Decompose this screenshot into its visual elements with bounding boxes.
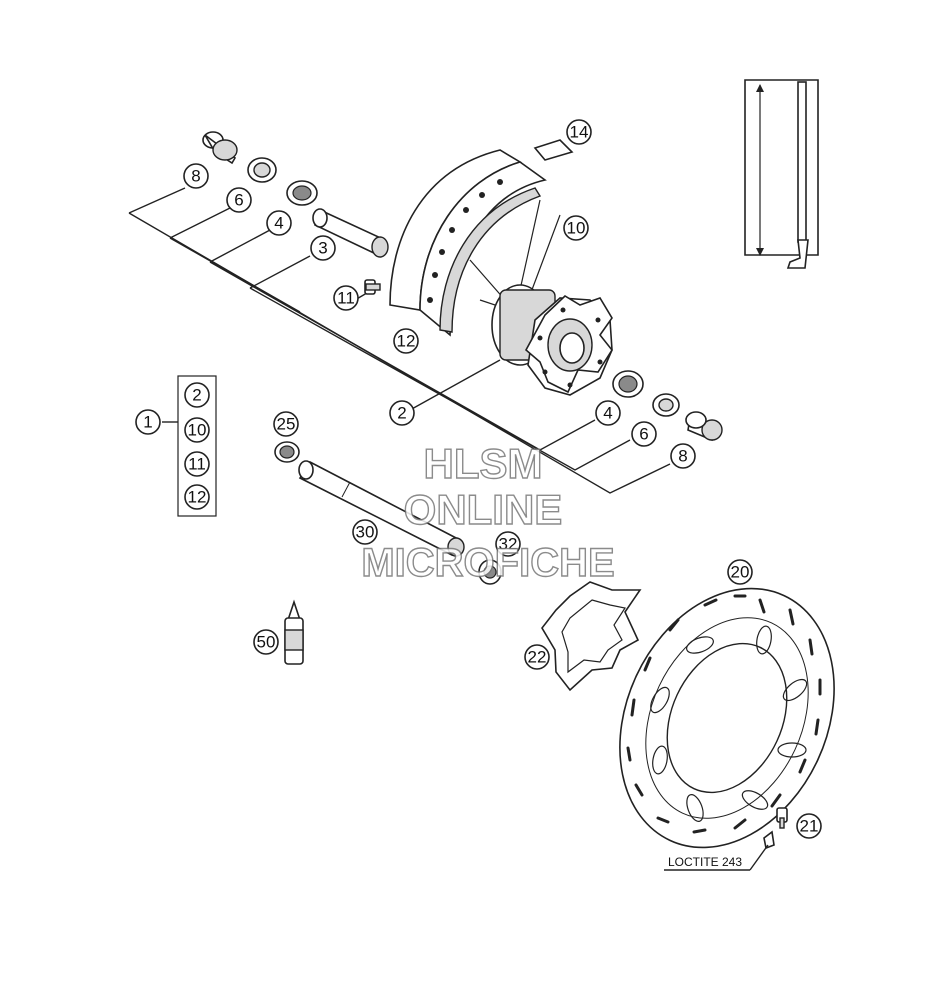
svg-text:6: 6 bbox=[234, 191, 243, 210]
svg-text:4: 4 bbox=[603, 404, 612, 423]
callout-12: 12 bbox=[393, 328, 419, 354]
callout-6-top: 6 bbox=[226, 187, 252, 213]
brake-disc bbox=[619, 587, 835, 849]
svg-text:12: 12 bbox=[188, 488, 207, 507]
callout-14: 14 bbox=[566, 119, 592, 145]
callout-22: 22 bbox=[524, 644, 550, 670]
callout-20: 20 bbox=[727, 559, 753, 585]
callout-32: 32 bbox=[495, 531, 521, 557]
right-bearing-stack bbox=[612, 370, 723, 442]
wheel-hub bbox=[491, 284, 613, 396]
svg-text:11: 11 bbox=[188, 455, 206, 474]
watermark-line-3: MICROFICHE bbox=[361, 541, 614, 585]
svg-text:14: 14 bbox=[570, 123, 589, 142]
callout-6-bottom: 6 bbox=[631, 421, 657, 447]
kit-item-11: 11 bbox=[184, 451, 210, 477]
svg-text:22: 22 bbox=[528, 648, 547, 667]
svg-text:20: 20 bbox=[731, 563, 750, 582]
callout-21: 21 bbox=[796, 813, 822, 839]
watermark-line-1: HLSM bbox=[424, 440, 543, 487]
wheel-axle bbox=[298, 460, 465, 557]
callout-50: 50 bbox=[253, 629, 279, 655]
loctite-bottle bbox=[284, 599, 304, 665]
axle-nut bbox=[478, 559, 502, 585]
rim bbox=[389, 149, 547, 337]
loctite-note: LOCTITE 243 bbox=[664, 844, 769, 871]
svg-text:8: 8 bbox=[678, 447, 687, 466]
nipple-bolt bbox=[364, 279, 381, 295]
watermark: HLSM ONLINE MICROFICHE bbox=[361, 439, 616, 585]
watermark-line-2: ONLINE bbox=[404, 486, 563, 533]
kit-item-10: 10 bbox=[184, 417, 210, 443]
callout-1: 1 bbox=[135, 409, 161, 435]
svg-text:8: 8 bbox=[191, 167, 200, 186]
leader-lines bbox=[128, 187, 671, 517]
svg-text:10: 10 bbox=[567, 219, 586, 238]
svg-text:1: 1 bbox=[143, 413, 152, 432]
callout-11: 11 bbox=[333, 285, 359, 311]
svg-text:30: 30 bbox=[356, 523, 375, 542]
callout-30: 30 bbox=[352, 519, 378, 545]
svg-text:12: 12 bbox=[397, 332, 416, 351]
svg-text:2: 2 bbox=[192, 386, 201, 405]
svg-text:6: 6 bbox=[639, 425, 648, 444]
callout-25: 25 bbox=[273, 411, 299, 437]
svg-text:11: 11 bbox=[337, 289, 355, 308]
callout-8-top: 8 bbox=[183, 163, 209, 189]
svg-text:25: 25 bbox=[277, 415, 296, 434]
kit-item-2: 2 bbox=[184, 382, 210, 408]
disc-bolt bbox=[763, 807, 788, 850]
callout-4-top: 4 bbox=[266, 210, 292, 236]
disc-spacer-plate bbox=[541, 581, 642, 692]
svg-text:32: 32 bbox=[499, 535, 518, 554]
sticker bbox=[533, 139, 574, 161]
svg-text:21: 21 bbox=[800, 817, 819, 836]
callout-10: 10 bbox=[563, 215, 589, 241]
kit-item-12: 12 bbox=[184, 484, 210, 510]
svg-text:10: 10 bbox=[188, 421, 207, 440]
svg-text:4: 4 bbox=[274, 214, 283, 233]
svg-text:50: 50 bbox=[257, 633, 276, 652]
callout-8-bottom: 8 bbox=[670, 443, 696, 469]
callout-2: 2 bbox=[389, 400, 415, 426]
loctite-label: LOCTITE 243 bbox=[668, 855, 742, 869]
spoke-length-detail bbox=[744, 79, 819, 269]
shaft-seal bbox=[274, 441, 300, 463]
callout-3: 3 bbox=[310, 235, 336, 261]
left-bearing-stack bbox=[202, 131, 389, 258]
callout-4-bottom: 4 bbox=[595, 400, 621, 426]
svg-text:3: 3 bbox=[318, 239, 327, 258]
svg-text:2: 2 bbox=[397, 404, 406, 423]
